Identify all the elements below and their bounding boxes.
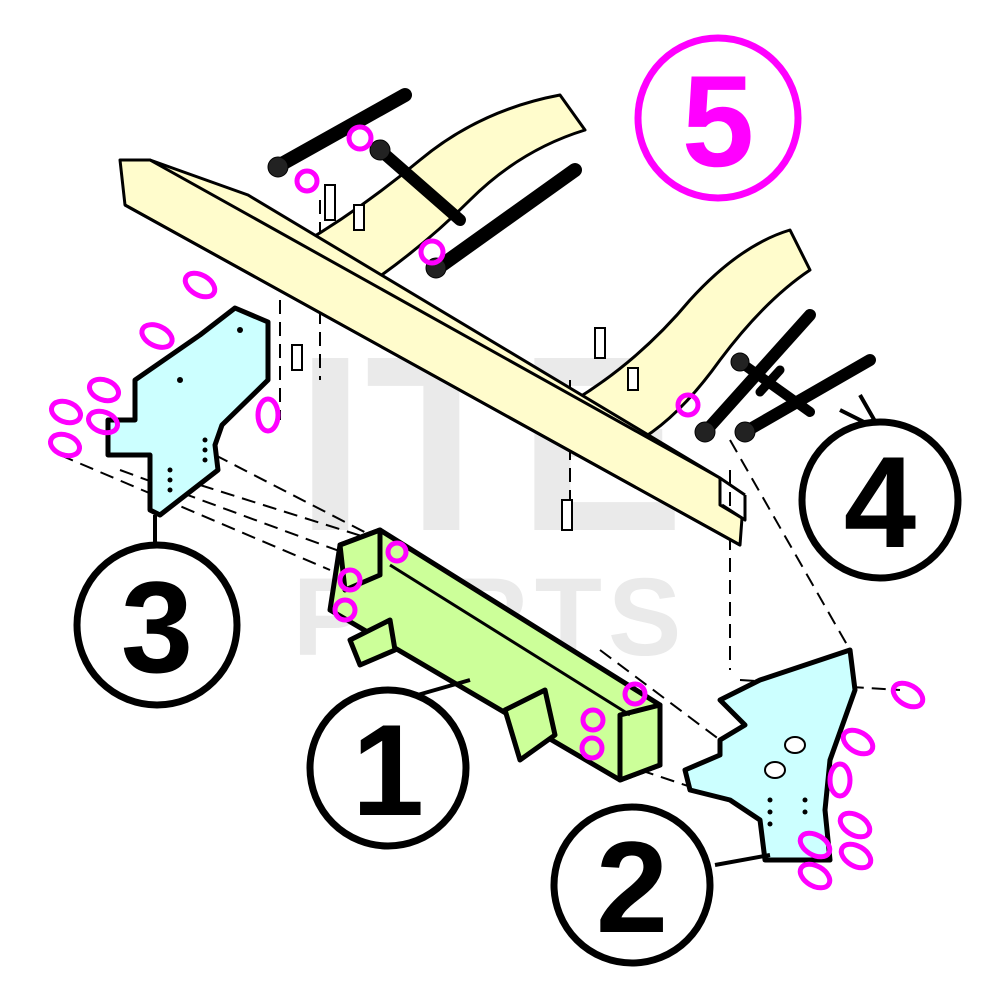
bolt-icon <box>739 354 876 438</box>
callout-1-label: 1 <box>352 697 424 843</box>
nut-icon <box>139 322 175 350</box>
nut-icon <box>579 735 605 761</box>
callout-5-label: 5 <box>682 48 754 194</box>
vertical-bolts <box>291 184 639 531</box>
bolts-group <box>267 88 876 443</box>
nut-icon <box>294 168 320 194</box>
bolt-icon <box>428 163 582 277</box>
left-bracket <box>105 305 271 518</box>
nut-icon <box>797 830 833 860</box>
hardware-highlights <box>47 124 926 891</box>
nut-icon <box>255 396 281 434</box>
nut-icon <box>48 398 84 426</box>
frame-rail-right <box>573 228 812 452</box>
callout-4: 4 <box>798 418 962 582</box>
nut-icon <box>837 810 873 840</box>
nut-icon <box>675 392 701 418</box>
nut-icon <box>385 540 409 564</box>
bolt-icon <box>273 88 412 172</box>
nut-icon <box>622 681 648 707</box>
bolt-icon <box>735 357 815 417</box>
nut-icon <box>797 861 833 891</box>
nut-icon <box>332 597 358 623</box>
callout-2-label: 2 <box>596 814 668 960</box>
nut-icon <box>346 124 374 152</box>
bolt-icon <box>374 144 466 226</box>
nut-icon <box>47 431 83 459</box>
callout-2: 2 <box>550 803 714 967</box>
nut-icon <box>85 408 121 436</box>
frame-rail-left <box>298 93 587 292</box>
nut-icon <box>418 238 446 266</box>
callout-3: 3 <box>73 541 241 709</box>
nut-icon <box>580 707 606 733</box>
callout-1: 1 <box>306 686 470 850</box>
nut-icon <box>838 841 874 871</box>
nut-icon <box>86 376 122 404</box>
nut-icon <box>840 727 876 757</box>
nut-icon <box>890 680 926 710</box>
crossbar <box>327 527 663 783</box>
right-bracket <box>682 647 858 863</box>
callout-4-label: 4 <box>844 429 916 575</box>
nut-icon <box>337 567 363 593</box>
vehicle-frame <box>118 93 812 547</box>
callout-5: 5 <box>634 34 802 202</box>
nut-icon <box>182 270 218 300</box>
nut-icon <box>827 761 853 799</box>
callout-3-label: 3 <box>121 554 193 700</box>
